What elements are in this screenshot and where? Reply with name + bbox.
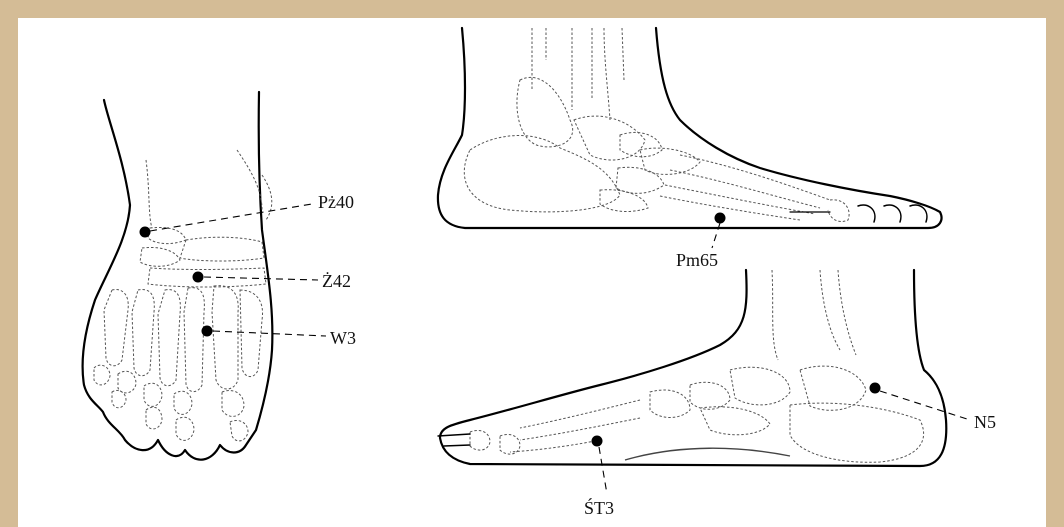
point-label-z42: Ż42 [322, 271, 351, 291]
point-label-pm65: Pm65 [676, 250, 718, 270]
foot-lateral-view: Pm65 [438, 28, 942, 270]
point-label-pz40: Pż40 [318, 192, 354, 212]
point-label-n5: N5 [974, 412, 996, 432]
point-label-st3: ŚT3 [584, 497, 614, 518]
point-pz40-marker [140, 227, 151, 238]
point-pm65-marker [715, 213, 726, 224]
point-n5-marker [870, 383, 881, 394]
lateral-foot-outline [438, 28, 942, 228]
point-label-w3: W3 [330, 328, 356, 348]
foot-dorsal-view: Pż40 Ż42 W3 [83, 92, 356, 460]
point-w3-marker [202, 326, 213, 337]
medial-foot-outline [440, 270, 946, 466]
point-st3-marker [592, 436, 603, 447]
foot-medial-view: N5 ŚT3 [438, 270, 996, 518]
dorsal-foot-outline [83, 92, 273, 460]
point-z42-marker [193, 272, 204, 283]
